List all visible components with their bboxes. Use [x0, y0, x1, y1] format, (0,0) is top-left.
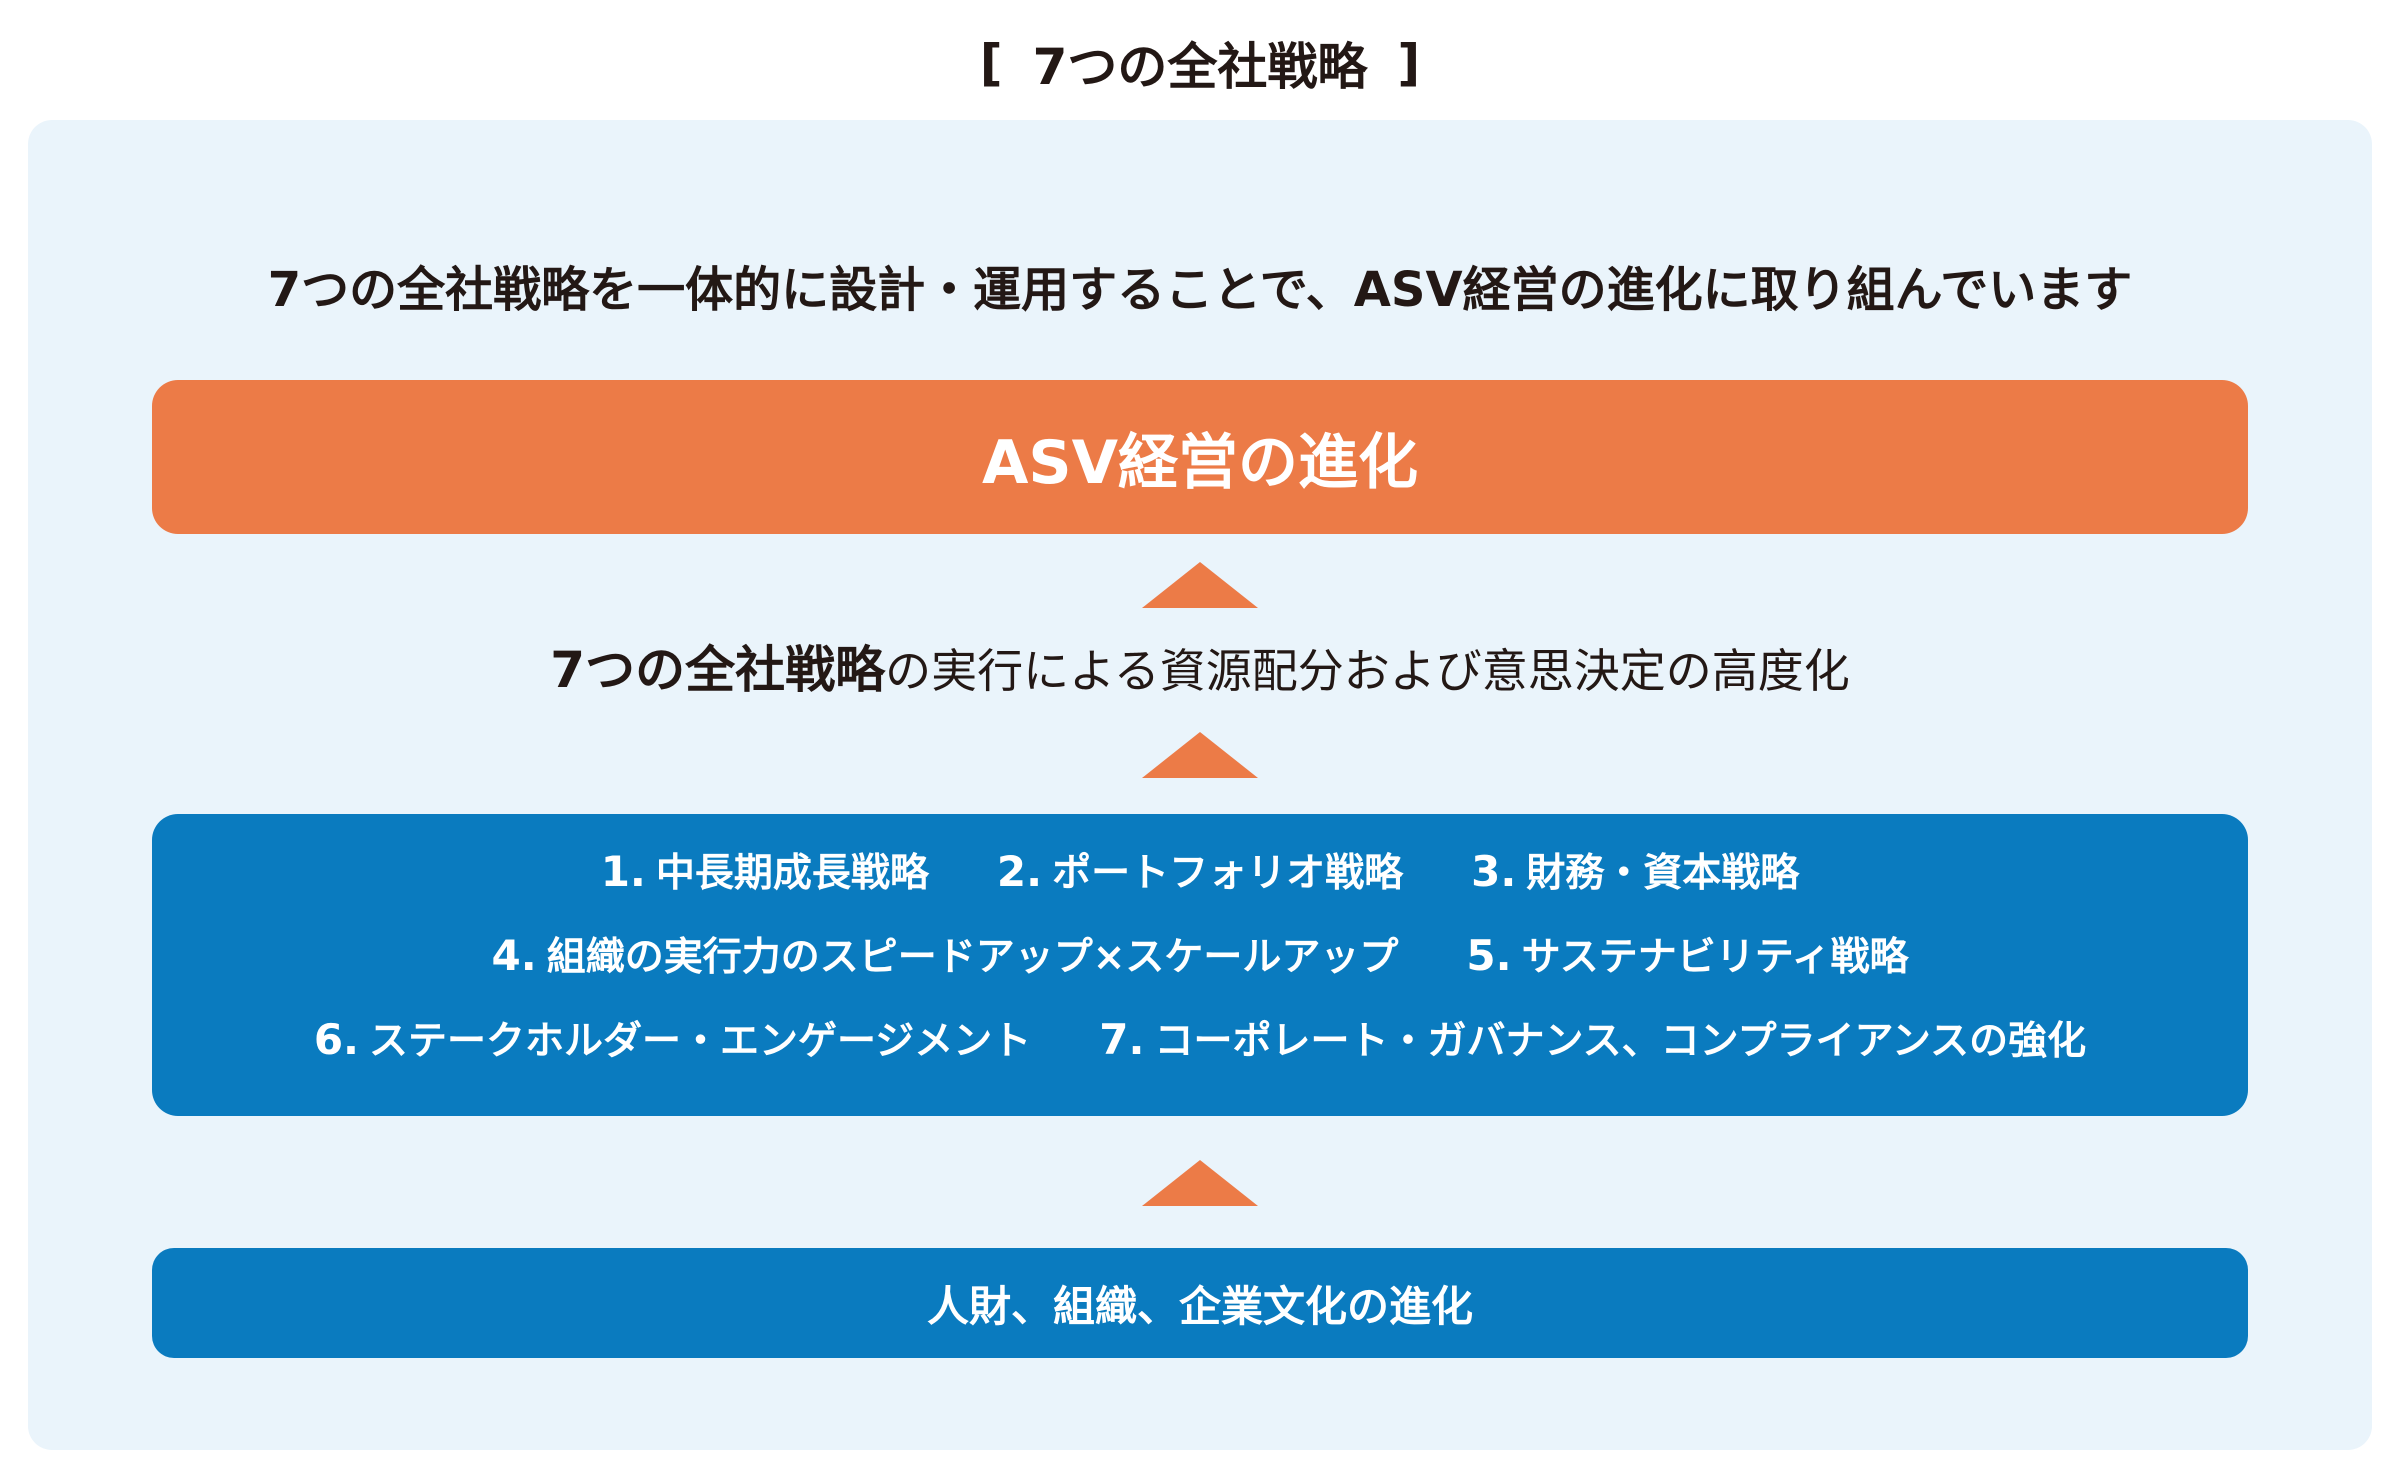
lead-text: 7つの全社戦略を一体的に設計・運用することで、ASV経営の進化に取り組んでいます	[267, 262, 2133, 318]
strategy-item: 5. サステナビリティ戦略	[1466, 926, 1908, 982]
strategy-label: コーポレート・ガバナンス、コンプライアンスの強化	[1154, 1019, 2087, 1064]
foundation-label: 人財、組織、企業文化の進化	[926, 1281, 1473, 1331]
strategy-label: ステークホルダー・エンゲージメント	[369, 1019, 1032, 1064]
strategy-label: 中長期成長戦略	[655, 851, 929, 896]
strategy-number: 3.	[1471, 847, 1517, 896]
up-arrow-icon	[1142, 732, 1258, 778]
asv-goal-label: ASV経営の進化	[981, 427, 1419, 498]
title-bracket-close: ]	[1397, 34, 1421, 92]
middle-statement-strong: 7つの全社戦略	[550, 641, 886, 699]
strategy-label: ポートフォリオ戦略	[1052, 851, 1404, 896]
diagram-panel: 7つの全社戦略を一体的に設計・運用することで、ASV経営の進化に取り組んでいます…	[28, 120, 2372, 1450]
strategy-number: 2.	[996, 847, 1043, 896]
up-arrow-icon	[1142, 1160, 1258, 1206]
strategy-number: 5.	[1466, 931, 1512, 980]
up-arrow-icon	[1142, 562, 1258, 608]
strategy-label: 財務・資本戦略	[1526, 851, 1800, 896]
title-text: 7つの全社戦略	[1032, 38, 1368, 96]
strategy-number: 1.	[600, 847, 646, 896]
strategy-number: 6.	[313, 1015, 360, 1064]
strategy-item: 1. 中長期成長戦略	[601, 842, 929, 898]
strategy-label: サステナビリティ戦略	[1521, 935, 1909, 980]
strategy-item: 4. 組織の実行力のスピードアップ×スケールアップ	[492, 926, 1399, 982]
strategy-number: 7.	[1099, 1015, 1145, 1064]
strategy-row: 4. 組織の実行力のスピードアップ×スケールアップ 5. サステナビリティ戦略	[152, 912, 2248, 996]
title-bracket-open: [	[979, 34, 1003, 92]
strategies-box: 1. 中長期成長戦略 2. ポートフォリオ戦略 3. 財務・資本戦略 4. 組織…	[152, 814, 2248, 1116]
middle-statement-rest: の実行による資源配分および意思決定の高度化	[885, 644, 1850, 698]
strategy-label: 組織の実行力のスピードアップ×スケールアップ	[546, 935, 1399, 980]
middle-statement: 7つの全社戦略の実行による資源配分および意思決定の高度化	[28, 630, 2372, 711]
foundation-box: 人財、組織、企業文化の進化	[152, 1248, 2248, 1358]
strategy-number: 4.	[491, 931, 537, 980]
strategy-item: 7. コーポレート・ガバナンス、コンプライアンスの強化	[1099, 1010, 2086, 1066]
page-title: [ 7つの全社戦略 ]	[0, 18, 2400, 108]
strategy-item: 2. ポートフォリオ戦略	[997, 842, 1403, 898]
strategy-row: 1. 中長期成長戦略 2. ポートフォリオ戦略 3. 財務・資本戦略	[152, 828, 2248, 912]
asv-goal-box: ASV経営の進化	[152, 380, 2248, 534]
strategy-row: 6. ステークホルダー・エンゲージメント 7. コーポレート・ガバナンス、コンプ…	[152, 996, 2248, 1080]
strategy-item: 6. ステークホルダー・エンゲージメント	[314, 1010, 1031, 1066]
strategy-item: 3. 財務・資本戦略	[1471, 842, 1799, 898]
